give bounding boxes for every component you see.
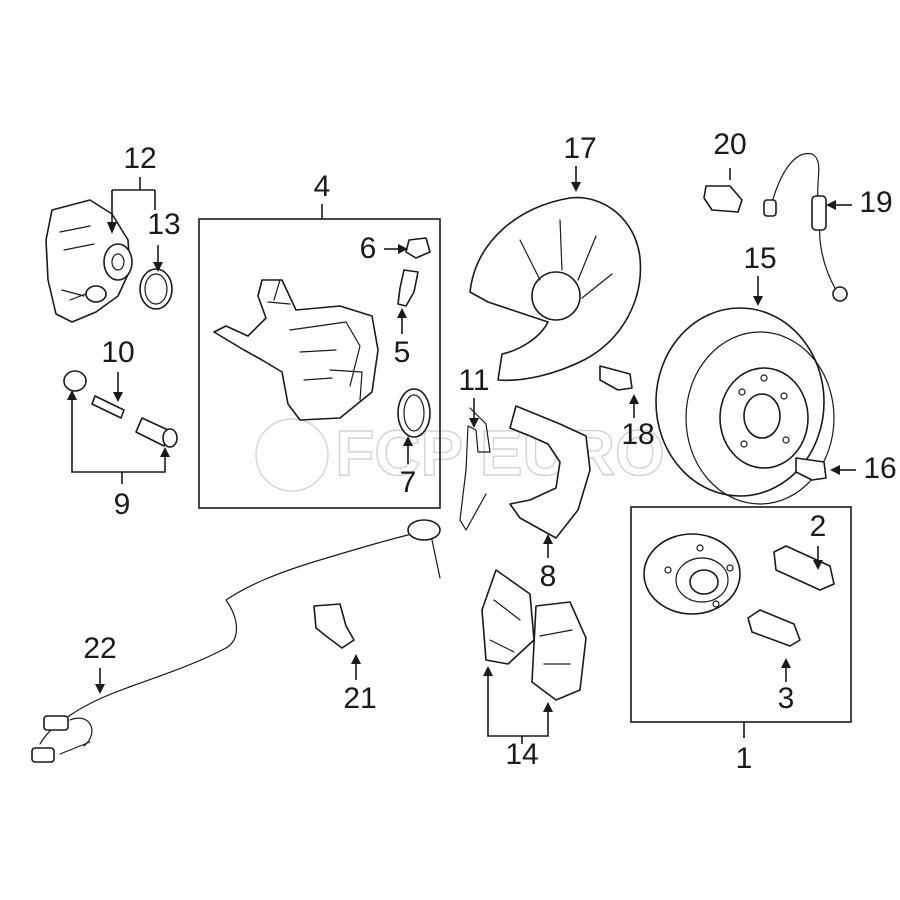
hub-group-box [630, 506, 852, 723]
callout-20: 20 [713, 128, 746, 161]
wheel-hub [643, 533, 741, 615]
callout-16: 16 [863, 452, 896, 485]
watermark-text: FCP EURO [335, 417, 665, 489]
speed-sensor [313, 603, 355, 649]
callout-4: 4 [314, 170, 331, 203]
bracket-clip [703, 185, 743, 213]
shield-bolt [599, 365, 633, 391]
guide-pin-set [63, 370, 178, 448]
hub-bolt-short [747, 609, 801, 647]
brake-rotor [655, 307, 835, 505]
callout-5: 5 [394, 336, 411, 369]
callout-11: 11 [458, 364, 489, 397]
bleeder-screw [397, 269, 419, 307]
callout-13: 13 [147, 208, 180, 241]
callout-9: 9 [114, 488, 131, 521]
callout-12: 12 [123, 142, 156, 175]
caliper [213, 279, 379, 421]
brake-hose [763, 152, 848, 302]
caliper-bracket [509, 405, 591, 539]
spring-clip [459, 407, 491, 531]
piston-seal [397, 388, 431, 438]
callout-labels: 1 2 3 4 5 6 7 8 9 10 11 12 13 14 15 16 1… [83, 128, 896, 775]
callout-17: 17 [563, 132, 596, 165]
callout-22: 22 [83, 632, 116, 665]
hub-bolt [773, 545, 835, 591]
callout-21: 21 [343, 682, 376, 715]
callout-7: 7 [400, 466, 417, 499]
caliper-group-box [198, 218, 441, 509]
callout-18: 18 [621, 418, 654, 451]
callout-2: 2 [810, 510, 827, 543]
actuator-motor [45, 199, 133, 323]
dust-shield [469, 196, 642, 382]
o-ring [139, 268, 173, 310]
leader-lines [67, 166, 856, 744]
rotor-screw [795, 457, 827, 481]
bleeder-cap [405, 237, 431, 259]
callout-3: 3 [778, 682, 795, 715]
brake-pads [481, 569, 587, 701]
watermark: FCP EURO [255, 416, 665, 492]
callout-15: 15 [743, 242, 776, 275]
callout-19: 19 [859, 186, 892, 219]
callout-10: 10 [101, 336, 134, 369]
callout-8: 8 [540, 560, 557, 593]
speed-sensor-harness [31, 519, 441, 763]
callout-1: 1 [736, 742, 753, 775]
callout-14: 14 [505, 738, 538, 771]
callout-6: 6 [360, 232, 377, 265]
